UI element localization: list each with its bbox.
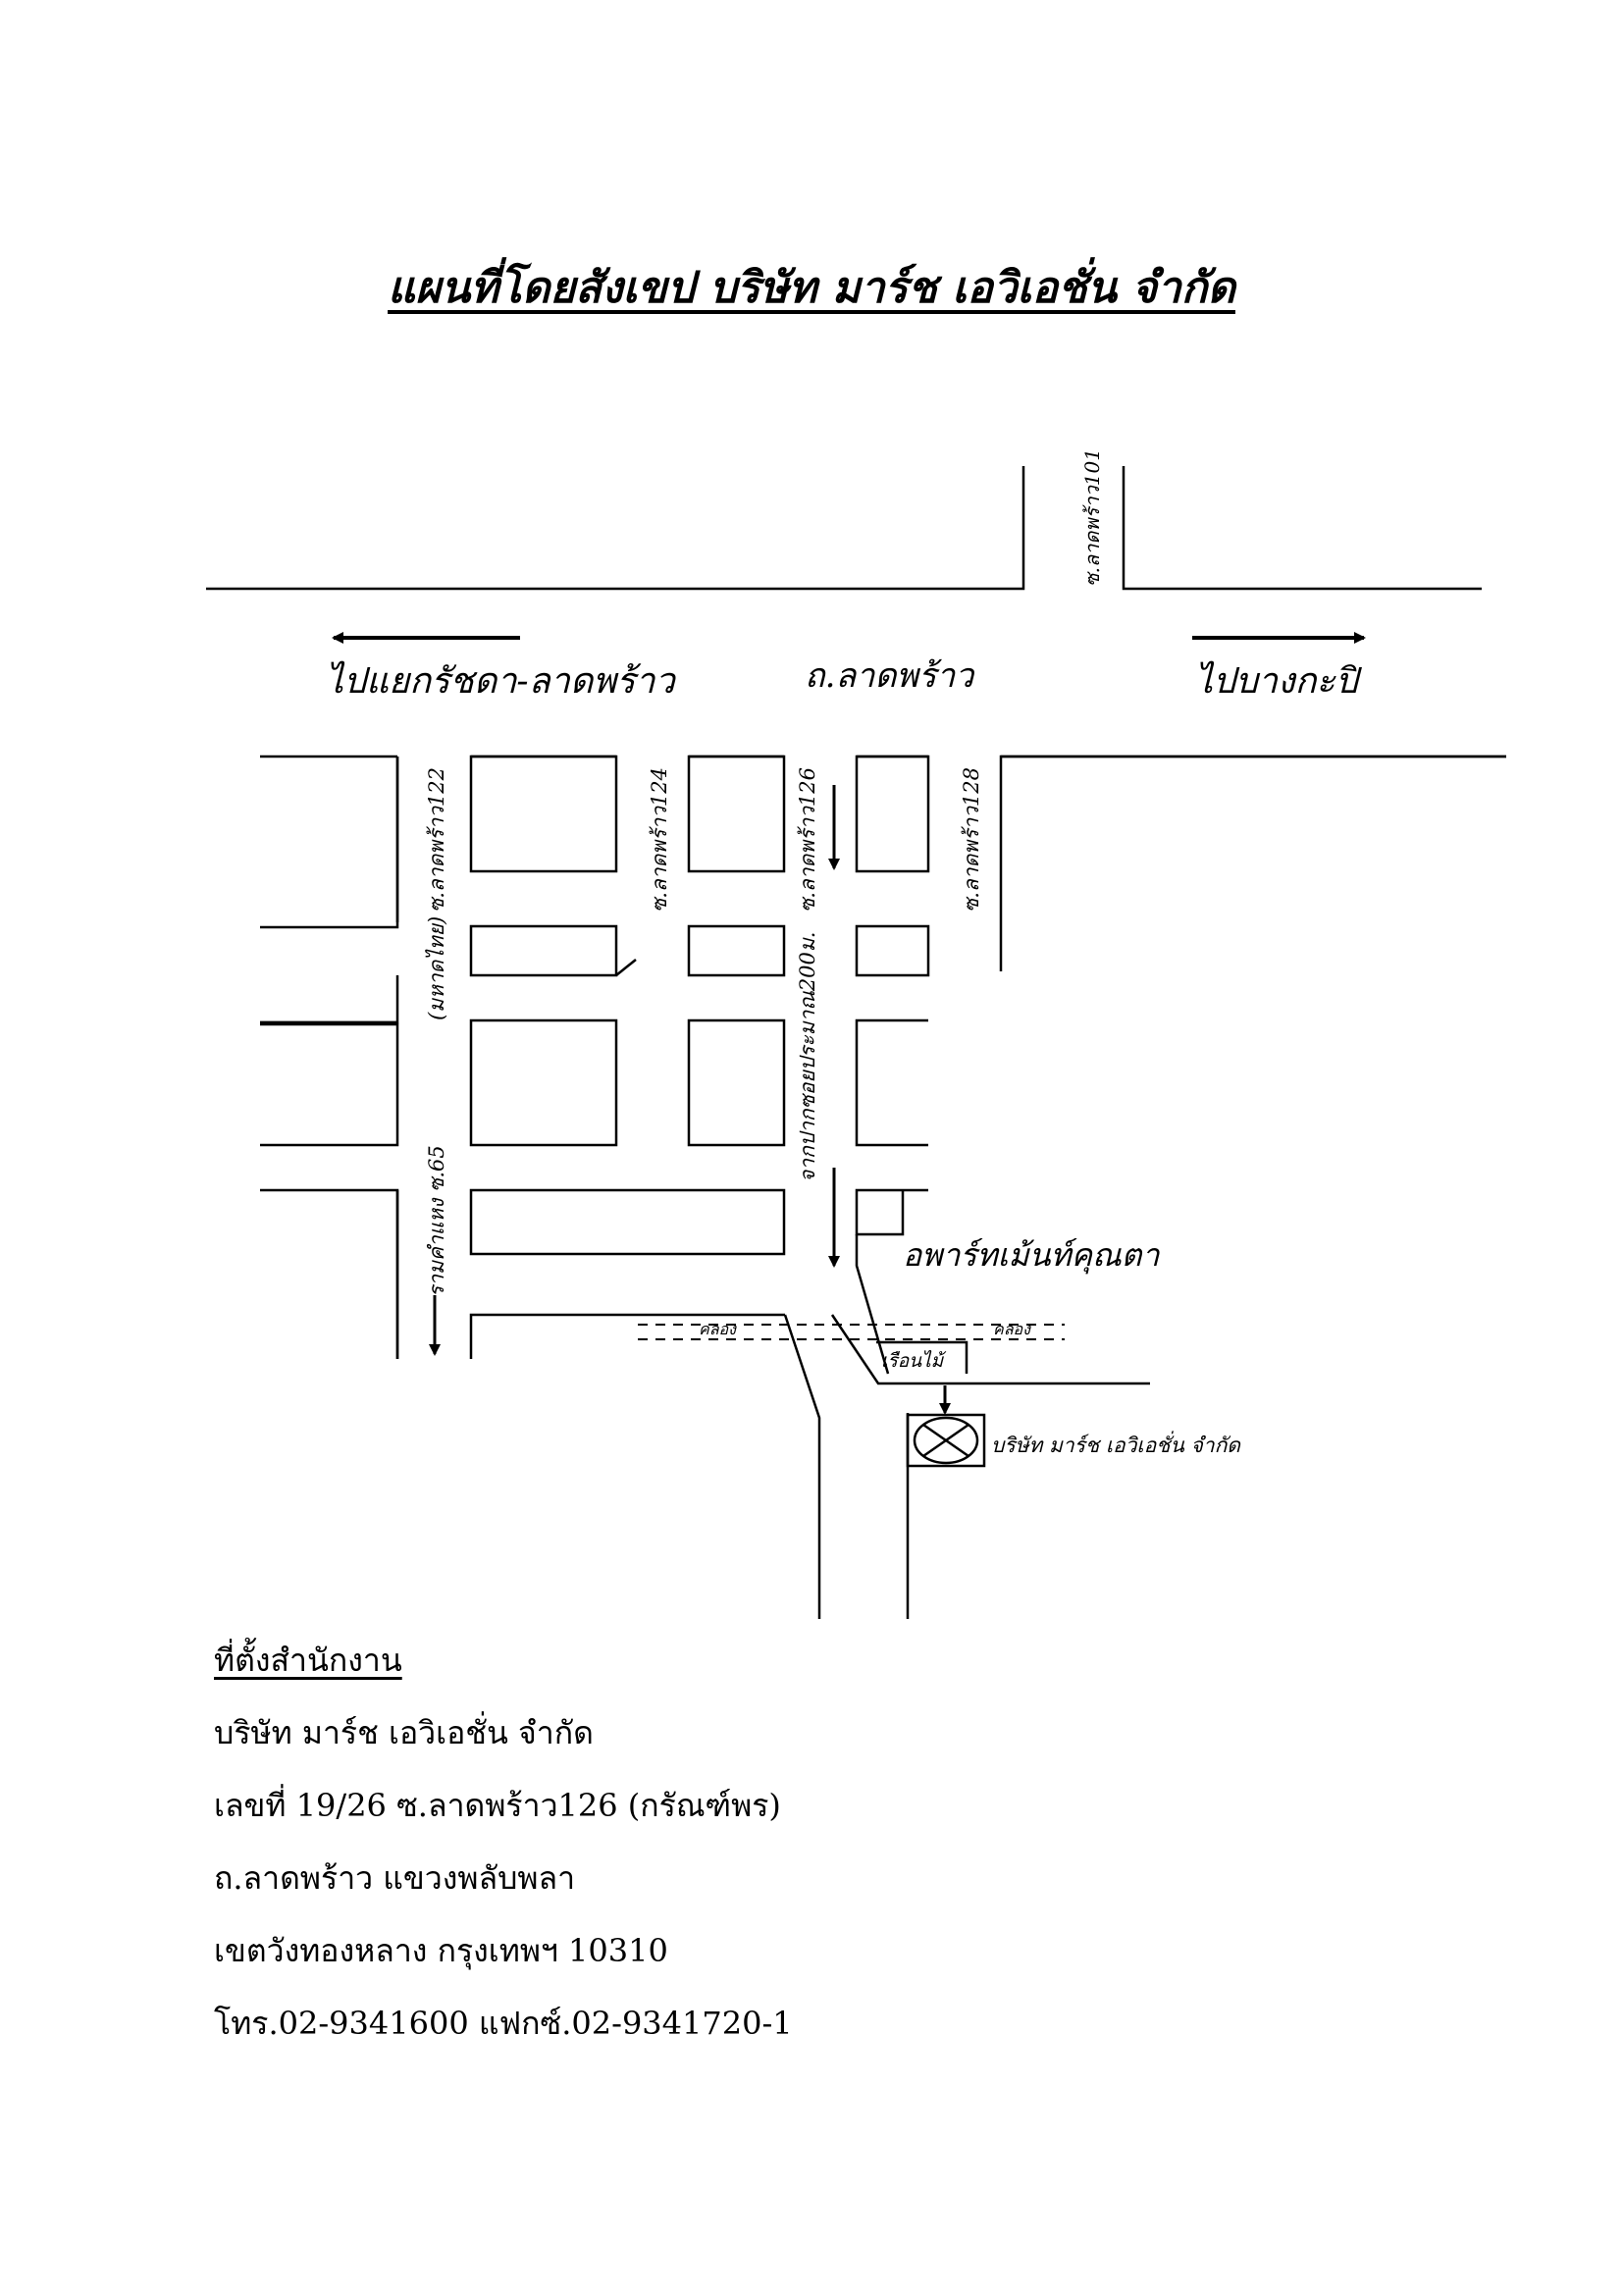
block-west-4 bbox=[260, 1188, 399, 1359]
office-heading: ที่ตั้งสำนักงาน bbox=[214, 1642, 402, 1679]
soi-126-label: ซ.ลาดพร้าว126 bbox=[796, 767, 819, 913]
direction-left-label: ไปแยกรัชดา-ลาดพร้าว bbox=[326, 660, 677, 702]
ramkhamhaeng-label: รามคำแหง ซ.65 bbox=[425, 1145, 448, 1297]
block-124-1 bbox=[687, 755, 786, 873]
apartment-label: อพาร์ทเม้นท์คุณตา bbox=[903, 1236, 1160, 1275]
road-bend-mid bbox=[830, 1314, 1150, 1385]
block-122-2 bbox=[469, 924, 618, 977]
main-road-north-edge-right bbox=[1122, 466, 1482, 591]
office-company: บริษัท มาร์ช เอวิเอชั่น จำกัด bbox=[214, 1714, 594, 1751]
main-road-label: ถ.ลาดพร้าว bbox=[805, 656, 975, 696]
block-south-long bbox=[469, 1188, 786, 1256]
road-from-soi-126 bbox=[855, 1234, 890, 1375]
distance-note-label: จากปากซอยประมาณ200ม. bbox=[796, 932, 819, 1182]
block-124-3 bbox=[687, 1018, 786, 1147]
block-126-2 bbox=[855, 924, 930, 977]
soi-101-label: ซ.ลาดพร้าว101 bbox=[1080, 448, 1104, 587]
block-126-3 bbox=[855, 1018, 928, 1147]
spur-line bbox=[615, 959, 637, 976]
office-address-line1: เลขที่ 19/26 ซ.ลาดพร้าว126 (กรัณฑ์พร) bbox=[214, 1787, 781, 1824]
block-west-1 bbox=[260, 757, 399, 929]
soi-122-label: ซ.ลาดพร้าว122 bbox=[425, 767, 448, 913]
block-122-3 bbox=[469, 1018, 618, 1147]
office-contact: โทร.02-9341600 แฟกซ์.02-9341720-1 bbox=[214, 2005, 793, 2042]
office-address-line2: ถ.ลาดพร้าว แขวงพลับพลา bbox=[214, 1859, 576, 1897]
canal-left-label: คลอง bbox=[699, 1320, 737, 1338]
soi-124-label: ซ.ลาดพร้าว124 bbox=[648, 767, 671, 913]
block-west-2-top bbox=[260, 975, 399, 1024]
office-address-block: ที่ตั้งสำนักงาน บริษัท มาร์ช เอวิเอชั่น … bbox=[214, 1624, 793, 2060]
wooden-house-label: เรือนไม้ bbox=[881, 1349, 947, 1372]
soi-122-alt-label: (มหาดไทย) bbox=[425, 916, 448, 1020]
canal-right-label: คลอง bbox=[993, 1320, 1031, 1338]
office-address-line3: เขตวังทองหลาง กรุงเทพฯ 10310 bbox=[214, 1932, 668, 1969]
wooden-house-box bbox=[876, 1340, 969, 1374]
ramkhamhaeng-east-edge bbox=[469, 1313, 785, 1359]
block-122-1 bbox=[469, 755, 618, 873]
sketch-map: ไปแยกรัชดา-ลาดพร้าว ถ.ลาดพร้าว ไปบางกะปิ… bbox=[206, 448, 1506, 1619]
map-title: แผนที่โดยสังเขป บริษัท มาร์ช เอวิเอชั่น … bbox=[388, 263, 1235, 313]
company-map-label: บริษัท มาร์ช เอวิเอชั่น จำกัด bbox=[991, 1431, 1241, 1457]
apartment-building bbox=[855, 1188, 928, 1236]
direction-right-label: ไปบางกะปิ bbox=[1195, 660, 1363, 702]
soi-128-east-edge bbox=[999, 755, 1506, 971]
main-road-north-edge-left bbox=[206, 466, 1025, 591]
block-124-2 bbox=[687, 924, 786, 977]
block-west-3 bbox=[260, 1022, 399, 1147]
road-bend-west bbox=[783, 1314, 821, 1619]
company-location-icon bbox=[906, 1413, 986, 1468]
soi-128-label: ซ.ลาดพร้าว128 bbox=[960, 767, 983, 913]
block-126-1 bbox=[855, 755, 930, 873]
